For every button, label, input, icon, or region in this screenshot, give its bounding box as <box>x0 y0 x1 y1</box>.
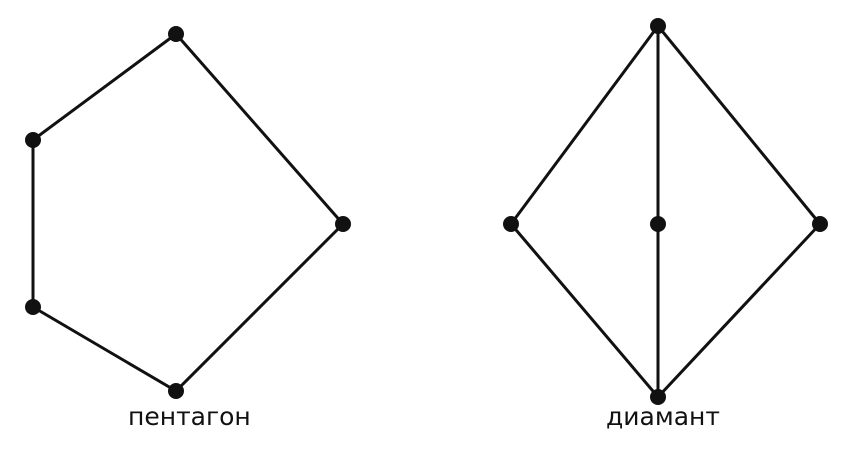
pentagon-caption: пентагон <box>128 402 251 431</box>
pentagon-node-bottom <box>168 383 184 399</box>
diamond-edge-top-right <box>656 24 822 226</box>
diamond-graph <box>503 18 828 405</box>
pentagon-node-left-lower <box>25 299 41 315</box>
diamond-node-bottom <box>650 389 666 405</box>
diamond-edge-right-bottom <box>656 222 822 399</box>
pentagon-node-left-upper <box>25 132 41 148</box>
pentagon-edge-top-left-upper <box>31 32 178 142</box>
diamond-caption: диамант <box>606 402 720 431</box>
pentagon-edge-left-lower-bottom <box>31 305 178 393</box>
diamond-node-right <box>812 216 828 232</box>
pentagon-edge-bottom-right <box>174 222 345 393</box>
pentagon-node-top <box>168 26 184 42</box>
diamond-edge-top-left <box>509 24 660 226</box>
diamond-edge-left-bottom <box>509 222 660 399</box>
diamond-node-left <box>503 216 519 232</box>
pentagon-edge-right-top <box>174 32 345 226</box>
pentagon-node-right <box>335 216 351 232</box>
diamond-node-center <box>650 216 666 232</box>
diamond-node-top <box>650 18 666 34</box>
pentagon-graph <box>25 26 351 399</box>
